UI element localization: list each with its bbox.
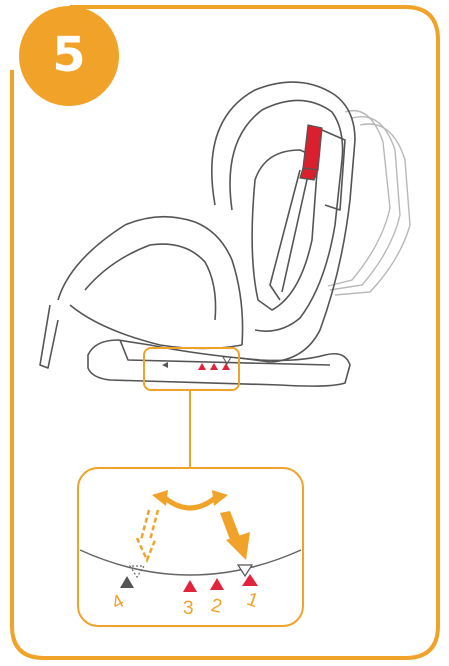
recline-handle-icon: [300, 125, 322, 180]
base-position-markers: [162, 357, 231, 370]
position-label-3: 3: [183, 598, 194, 620]
step-number: 5: [24, 10, 114, 100]
